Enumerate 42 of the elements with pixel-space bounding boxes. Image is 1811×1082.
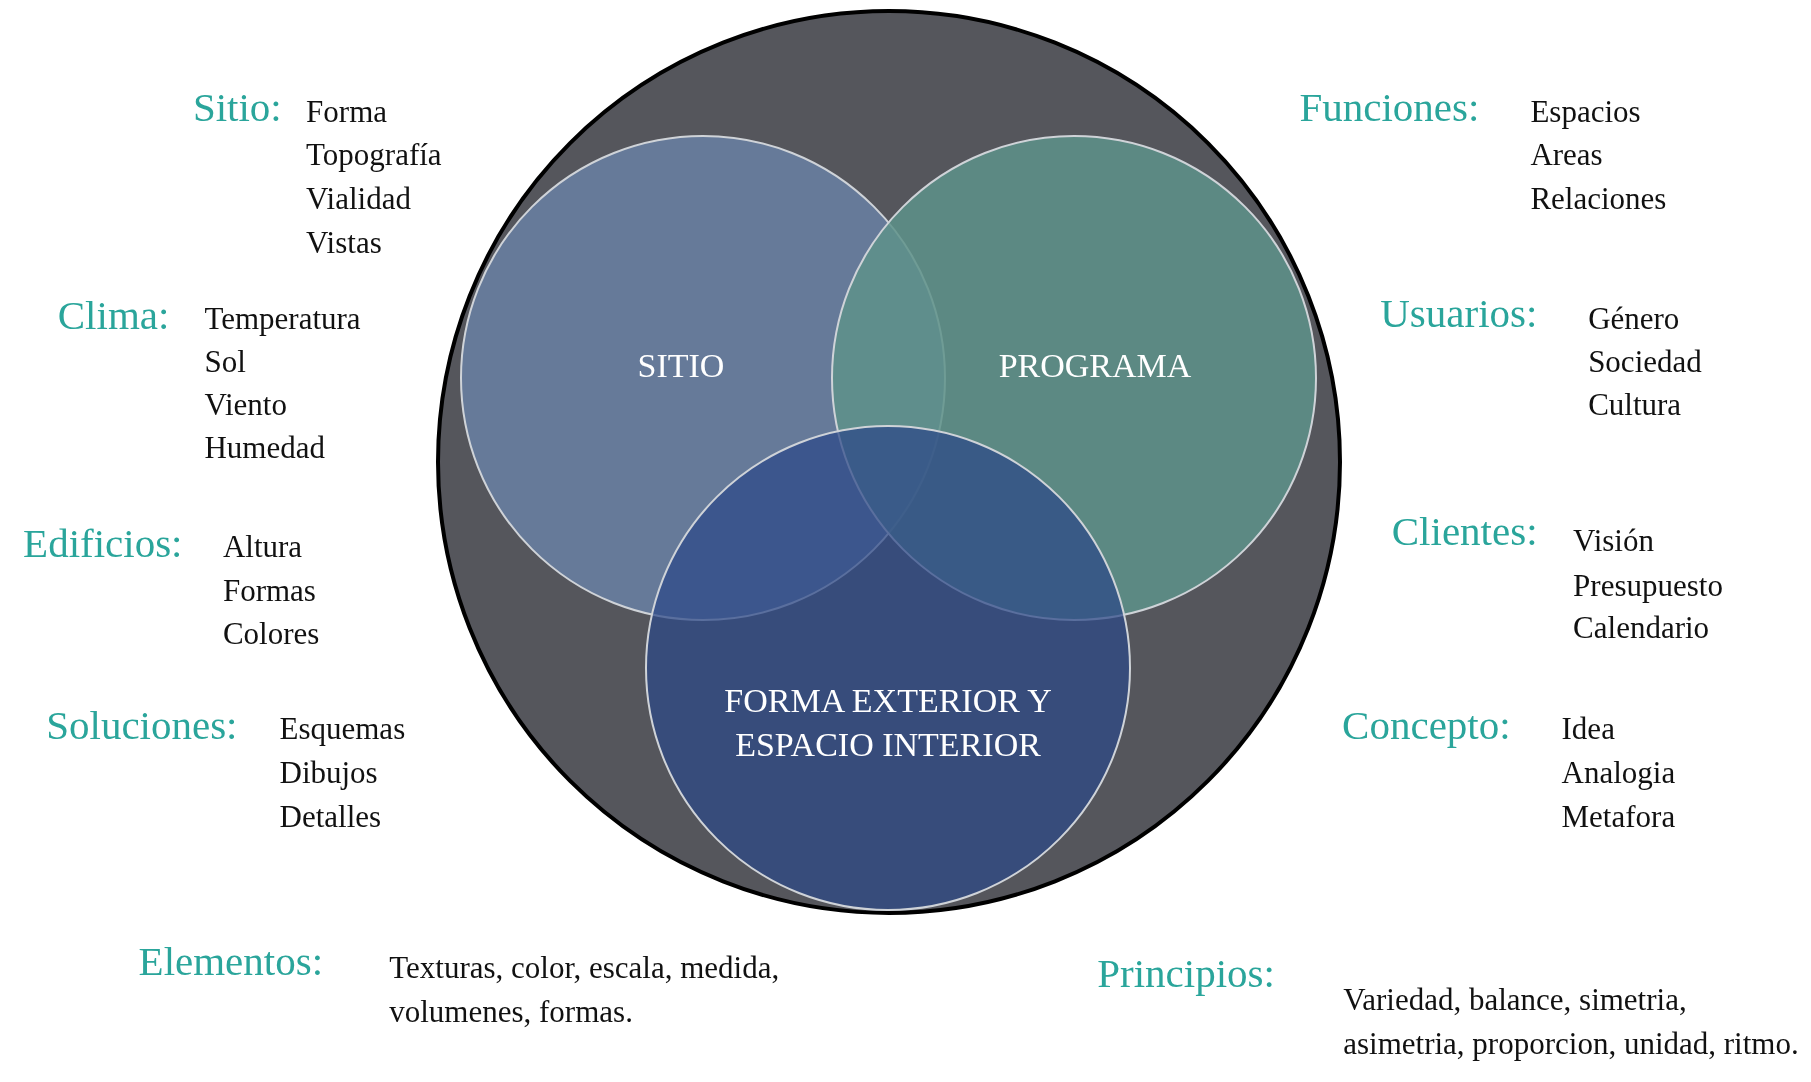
list-item: Género bbox=[1588, 300, 1680, 337]
list-item: Humedad bbox=[204, 430, 325, 467]
venn-circle bbox=[645, 425, 1131, 911]
list-item: Vistas bbox=[306, 224, 382, 261]
list-item: Dibujos bbox=[279, 754, 378, 791]
list-item: Metafora bbox=[1561, 798, 1676, 835]
category-heading: Funciones: bbox=[1299, 83, 1480, 132]
list-item: Colores bbox=[222, 616, 320, 653]
list-item: Forma bbox=[306, 94, 387, 131]
category-heading: Principios: bbox=[1097, 948, 1275, 997]
category-heading: Usuarios: bbox=[1380, 289, 1538, 337]
list-item: Calendario bbox=[1573, 610, 1710, 647]
list-item: Idea bbox=[1561, 710, 1615, 747]
category-heading: Elementos: bbox=[138, 936, 324, 985]
list-item: Analogia bbox=[1561, 754, 1676, 791]
circle-label: SITIO bbox=[636, 346, 726, 386]
list-item: Espacios bbox=[1530, 94, 1641, 131]
list-item: Visión bbox=[1573, 522, 1654, 559]
description-text: Texturas, color, escala, medida, volumenes, formas. bbox=[389, 948, 781, 1031]
list-item: Altura bbox=[222, 529, 303, 566]
circle-label: FORMA EXTERIOR Y ESPACIO INTERIOR bbox=[723, 681, 1053, 765]
list-item: Temperatura bbox=[204, 300, 361, 337]
list-item: Vialidad bbox=[306, 180, 411, 217]
category-heading: Clientes: bbox=[1391, 507, 1538, 556]
list-item: Esquemas bbox=[279, 710, 406, 747]
list-item: Presupuesto bbox=[1573, 567, 1723, 604]
description-text: Variedad, balance, simetria, asimetria, proporcion, unidad, ritmo. bbox=[1343, 981, 1800, 1064]
list-item: Sol bbox=[204, 343, 246, 380]
circle-label: PROGRAMA bbox=[997, 346, 1193, 386]
list-item: Formas bbox=[222, 573, 316, 610]
category-heading: Soluciones: bbox=[46, 701, 238, 750]
list-item: Cultura bbox=[1588, 387, 1682, 424]
category-heading: Concepto: bbox=[1342, 701, 1511, 750]
list-item: Relaciones bbox=[1530, 180, 1667, 217]
list-item: Topografía bbox=[306, 136, 442, 173]
category-heading: Sitio: bbox=[192, 83, 282, 132]
category-heading: Edificios: bbox=[23, 518, 183, 567]
list-item: Detalles bbox=[279, 798, 382, 835]
list-item: Sociedad bbox=[1588, 343, 1702, 380]
list-item: Areas bbox=[1530, 136, 1603, 173]
list-item: Viento bbox=[204, 387, 287, 424]
category-heading: Clima: bbox=[57, 291, 170, 340]
